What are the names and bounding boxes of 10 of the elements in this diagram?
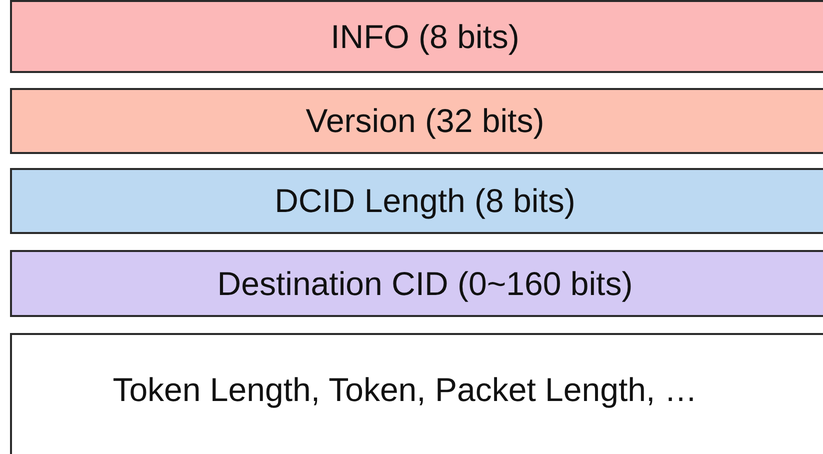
field-label: Token Length, Token, Packet Length, … xyxy=(112,371,698,409)
field-label: DCID Length (8 bits) xyxy=(274,182,576,220)
field-box xyxy=(10,168,823,234)
field-label: INFO (8 bits) xyxy=(330,18,520,56)
field-label: Version (32 bits) xyxy=(306,102,544,140)
field-box xyxy=(10,250,823,317)
field-box xyxy=(10,333,823,454)
field-box xyxy=(10,0,823,73)
field-label: Destination CID (0~160 bits) xyxy=(217,264,633,302)
field-box xyxy=(10,88,823,154)
